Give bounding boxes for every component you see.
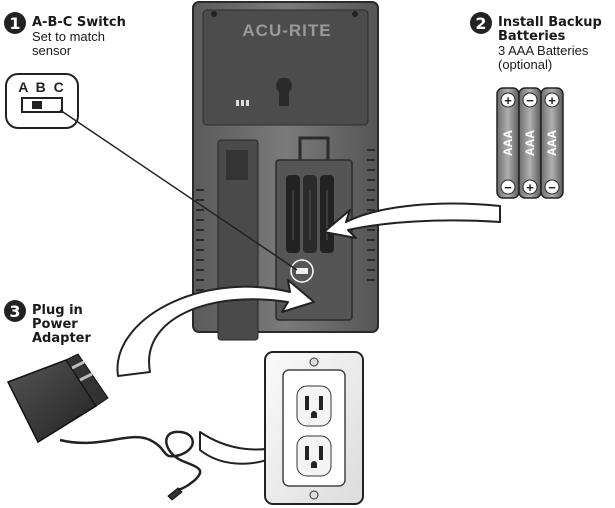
battery-2 <box>518 87 542 199</box>
outlet-receptacle-bottom <box>296 435 332 477</box>
wall-outlet <box>264 351 364 505</box>
battery-3-bottom-polarity: − <box>548 180 556 195</box>
compartment-batteries <box>286 175 334 253</box>
callout-2-description: 3 AAA Batteries (optional) <box>498 43 589 72</box>
step-2-badge: 2 <box>470 12 492 34</box>
switch-positions: A B C <box>18 79 66 95</box>
adapter-arrow <box>116 279 315 377</box>
battery-1-bottom-polarity: − <box>504 180 512 195</box>
device-housing <box>192 1 379 341</box>
battery-2-top-polarity: − <box>526 93 534 108</box>
callout-3-title: Plug in Power Adapter <box>32 303 91 346</box>
battery-3 <box>540 87 564 199</box>
indicator-dots <box>236 100 249 106</box>
device-brand: ACU-RITE <box>242 21 331 40</box>
outlet-receptacle-top <box>296 385 332 427</box>
callout-2-title: Install Backup Batteries <box>498 15 602 44</box>
battery-3-top-polarity: + <box>548 93 556 108</box>
device-switch-highlight <box>290 259 314 283</box>
battery-2-label: AAA <box>523 130 537 156</box>
battery-1 <box>496 87 520 199</box>
battery-1-top-polarity: + <box>504 93 512 108</box>
callout-1-title: A-B-C Switch <box>32 15 126 30</box>
step-3-badge: 3 <box>4 300 26 322</box>
hanger-keyhole <box>276 77 292 106</box>
battery-1-label: AAA <box>501 130 515 156</box>
loose-batteries <box>496 87 564 199</box>
left-vents <box>196 189 204 301</box>
battery-arrow <box>323 202 501 239</box>
battery-3-label: AAA <box>545 130 559 156</box>
callout-1-description: Set to match sensor <box>32 29 105 58</box>
power-adapter <box>6 353 109 444</box>
battery-2-bottom-polarity: + <box>526 180 534 195</box>
power-cord <box>59 430 202 492</box>
step-1-badge: 1 <box>4 12 26 34</box>
switch-zoom <box>5 73 298 271</box>
